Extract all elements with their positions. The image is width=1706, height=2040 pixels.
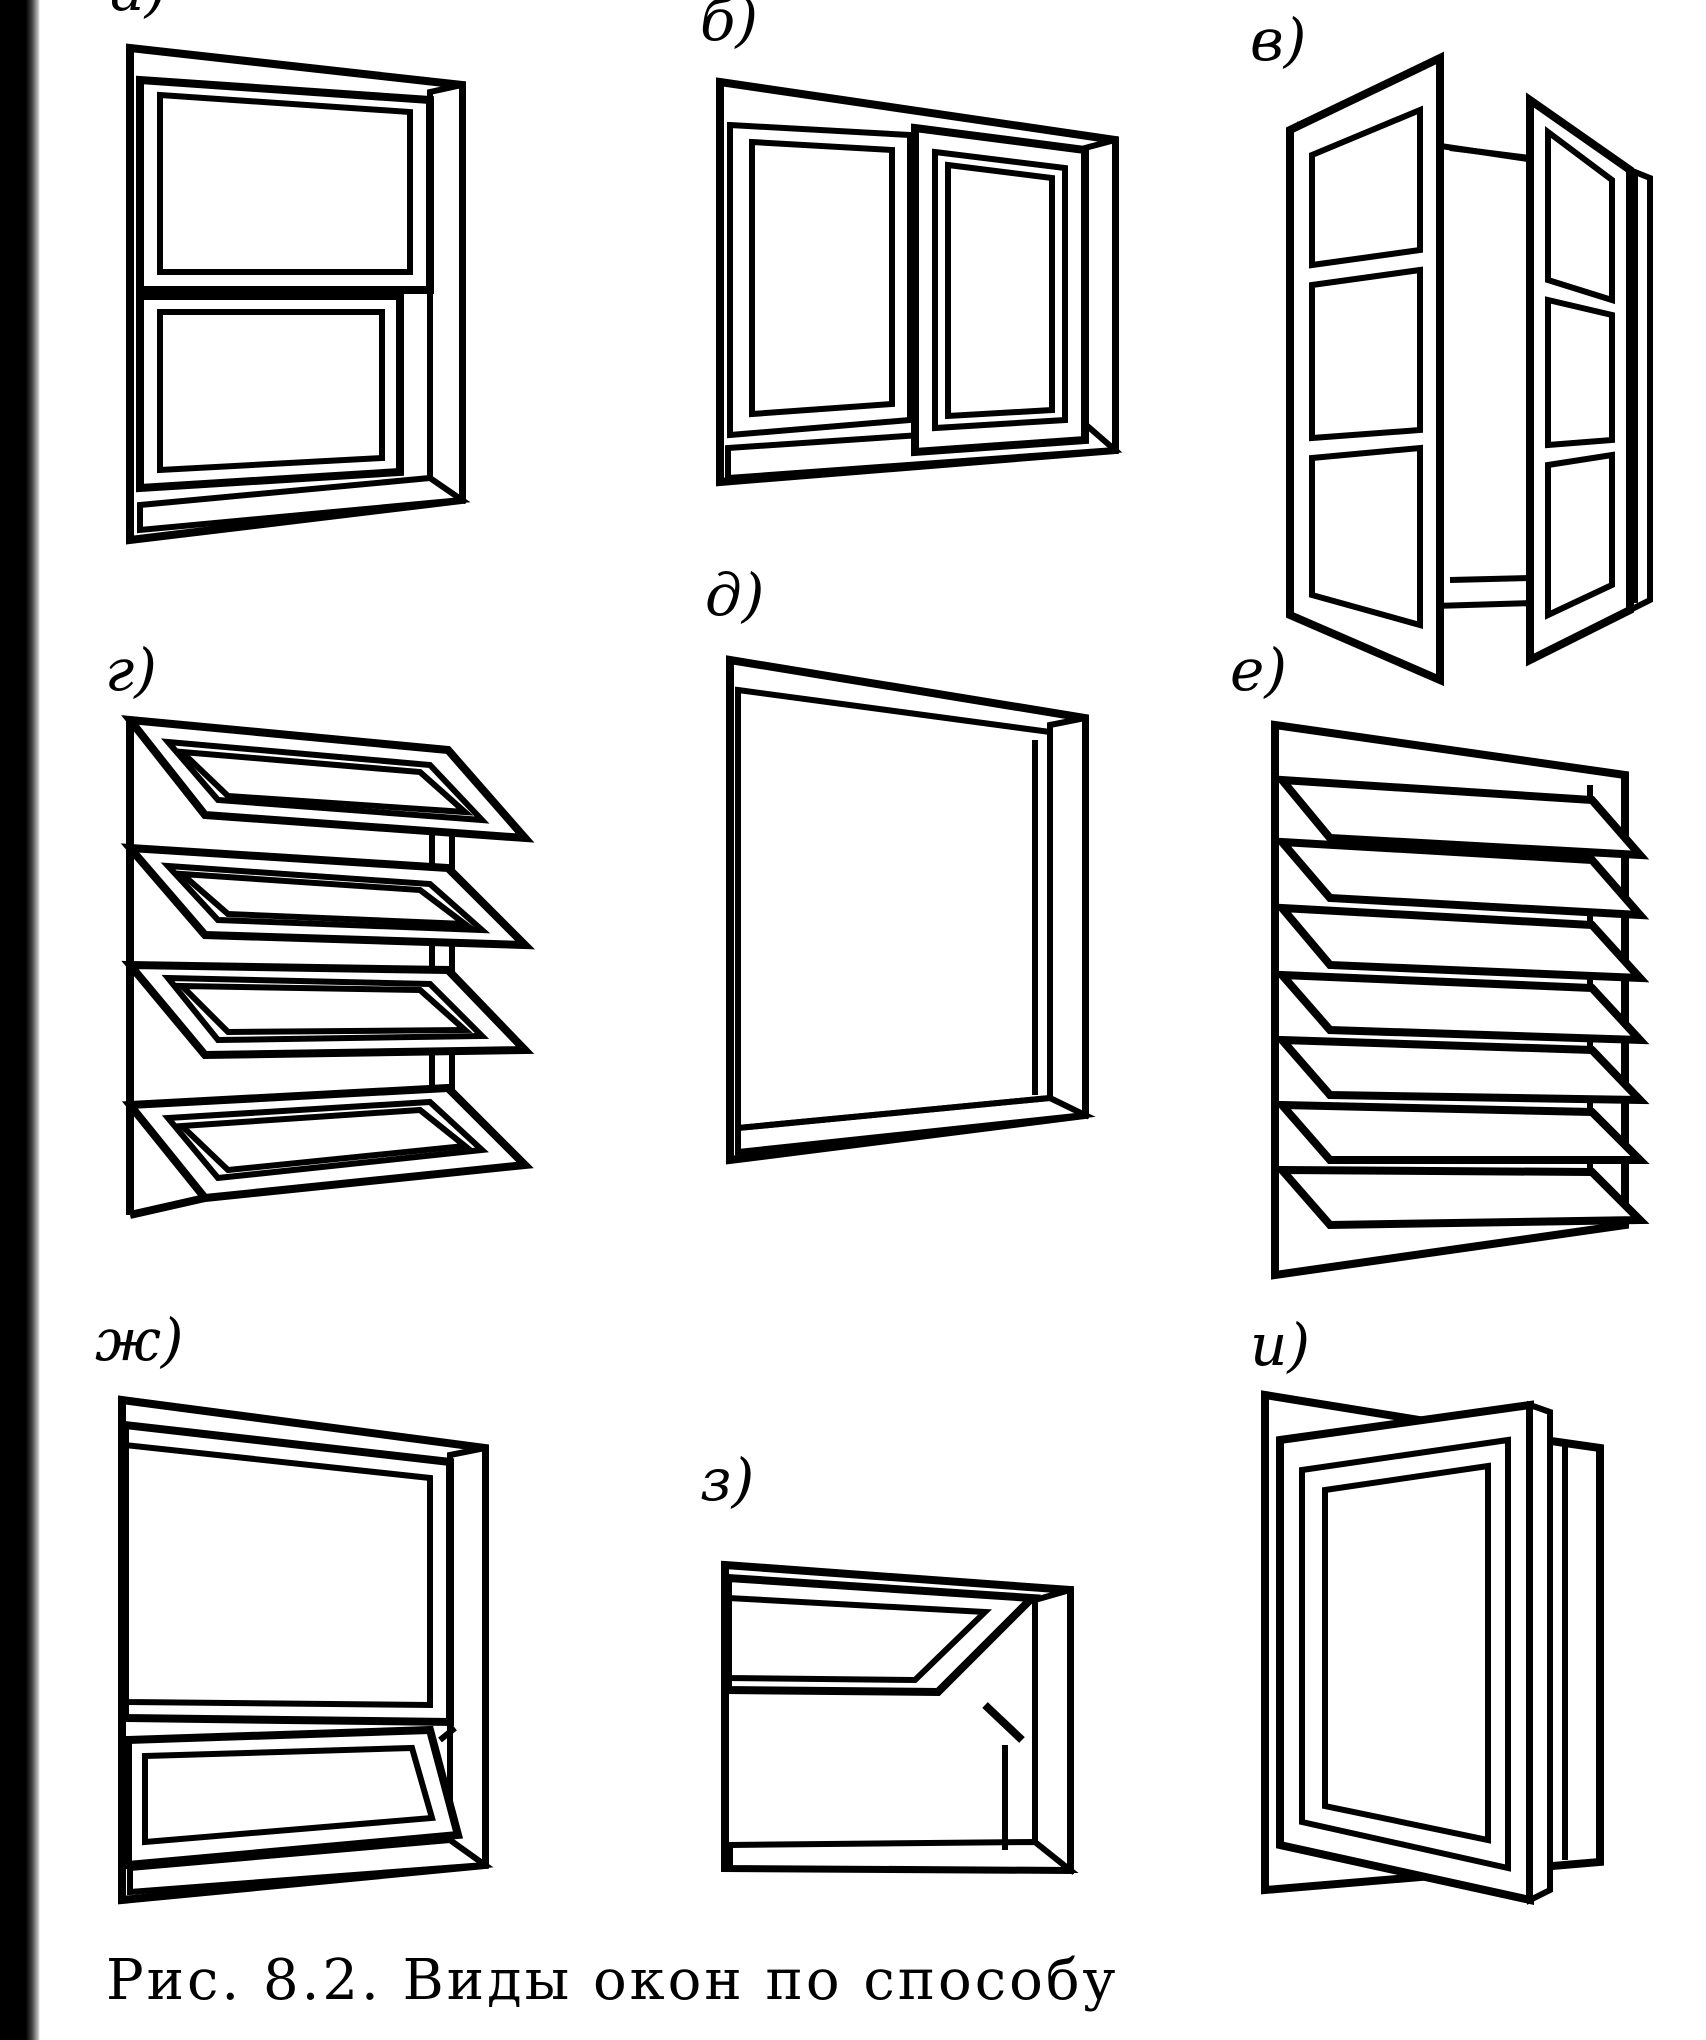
figure-caption: Рис. 8.2. Виды окон по способу (106, 1948, 1119, 2013)
window-z-awning: з) (700, 1446, 1079, 1875)
panel-label-i: и) (1250, 1311, 1310, 1379)
window-b-horizontal-sliding: б) (700, 0, 1123, 487)
window-i-casement-single: и) (1250, 1311, 1604, 1905)
window-e-louvre: е) (1230, 636, 1650, 1280)
panel-label-d: д) (705, 561, 764, 629)
window-d-fixed: д) (705, 561, 1096, 1165)
panel-label-a: а) (110, 0, 167, 24)
panel-label-zh: ж) (95, 1306, 184, 1374)
window-v-casement-double: в) (1250, 6, 1653, 687)
window-a-vertical-sliding: а) (110, 0, 471, 545)
panel-label-g: г) (105, 636, 157, 704)
panel-label-v: в) (1250, 6, 1306, 74)
panel-label-z: з) (700, 1446, 754, 1514)
window-g-hopper-multiple: г) (105, 636, 535, 1219)
page-binding-edge (0, 0, 40, 2040)
panel-label-b: б) (700, 0, 758, 54)
window-zh-hopper-bottom: ж) (95, 1306, 494, 1905)
panel-label-e: е) (1230, 636, 1287, 704)
